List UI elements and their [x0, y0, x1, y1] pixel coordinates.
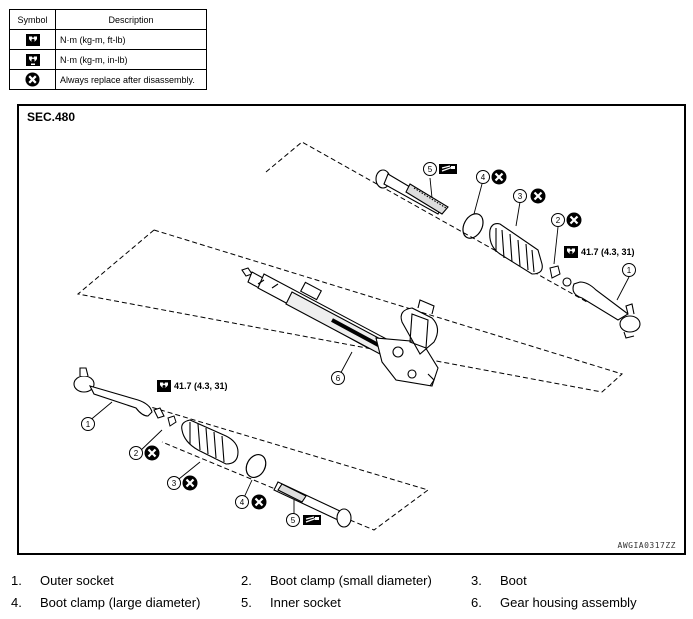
upper-outer-socket	[562, 277, 641, 339]
callout-text: 5	[428, 165, 433, 174]
callout-4-upper: 4	[476, 170, 490, 184]
legend-header-row: Symbol Description	[9, 9, 207, 30]
section-label: SEC.480	[27, 110, 76, 124]
callout-text: 4	[481, 173, 486, 182]
part-number: 6.	[471, 595, 482, 610]
upper-boot-clamp-large	[462, 213, 484, 239]
legend-description: N·m (kg-m, ft-lb)	[55, 29, 207, 50]
callout-2-upper: 2	[551, 213, 565, 227]
grease-icon	[302, 514, 322, 526]
always-replace-icon	[250, 493, 268, 511]
callout-text: 2	[134, 449, 139, 458]
part-name: Boot clamp (small diameter)	[270, 573, 432, 588]
upper-inner-socket	[375, 169, 449, 215]
callout-4-lower: 4	[235, 495, 249, 509]
always-replace-icon	[490, 168, 508, 186]
callout-6: 6	[331, 371, 345, 385]
part-name: Boot clamp (large diameter)	[40, 595, 201, 610]
exploded-steering-rack-diagram: 1 2 3 4 5 6 1 2 3 4 5 41.7 (4.3, 31) 41.…	[73, 141, 641, 531]
torque-wrench-icon	[564, 246, 578, 258]
part-number: 4.	[11, 595, 22, 610]
diagram-frame: SEC.480 AWGIA0317ZZ	[17, 104, 686, 555]
lower-boot-clamp-large	[245, 453, 267, 479]
legend-row: N·m (kg-m, in-lb)	[9, 49, 207, 70]
callout-text: 1	[627, 266, 632, 275]
part-name: Inner socket	[270, 595, 341, 610]
always-replace-icon	[565, 211, 583, 229]
legend-description: Always replace after disassembly.	[55, 69, 207, 90]
part-list-item: 6. Gear housing assembly	[471, 595, 637, 610]
part-list-item: 4. Boot clamp (large diameter)	[11, 595, 200, 610]
callout-2-lower: 2	[129, 446, 143, 460]
symbol-legend-table: Symbol Description N·m (kg-m, ft-lb) N·m…	[9, 9, 207, 90]
callout-text: 3	[518, 192, 523, 201]
upper-boot	[489, 223, 543, 275]
torque-wrench-small-icon	[25, 53, 40, 66]
legend-row: N·m (kg-m, ft-lb)	[9, 29, 207, 50]
part-name: Outer socket	[40, 573, 114, 588]
callout-3-upper: 3	[513, 189, 527, 203]
torque-spec-lower: 41.7 (4.3, 31)	[174, 381, 228, 391]
lower-inner-socket	[273, 481, 352, 528]
figure-code: AWGIA0317ZZ	[617, 541, 676, 550]
callout-3-lower: 3	[167, 476, 181, 490]
grease-icon	[438, 163, 458, 175]
always-replace-icon	[143, 444, 161, 462]
legend-row: Always replace after disassembly.	[9, 69, 207, 90]
part-number: 3.	[471, 573, 482, 588]
part-number: 5.	[241, 595, 252, 610]
legend-header-description: Description	[55, 9, 207, 30]
always-replace-icon	[529, 187, 547, 205]
callout-5-upper: 5	[423, 162, 437, 176]
callout-text: 1	[86, 420, 91, 429]
part-number: 1.	[11, 573, 22, 588]
callout-circles: 1 2 3 4 5 6 1 2 3 4 5	[81, 162, 636, 527]
callout-1-lower: 1	[81, 417, 95, 431]
always-replace-icon	[181, 474, 199, 492]
torque-wrench-icon	[157, 380, 171, 392]
always-replace-icon	[25, 72, 40, 87]
torque-spec-upper: 41.7 (4.3, 31)	[581, 247, 635, 257]
part-name: Gear housing assembly	[500, 595, 637, 610]
lower-outer-socket	[73, 367, 165, 419]
legend-header-symbol: Symbol	[9, 9, 56, 30]
lower-boot	[181, 419, 239, 465]
legend-description: N·m (kg-m, in-lb)	[55, 49, 207, 70]
part-list-item: 5. Inner socket	[241, 595, 341, 610]
gear-housing-assembly	[241, 267, 439, 387]
part-list-item: 2. Boot clamp (small diameter)	[241, 573, 432, 588]
callout-text: 2	[556, 216, 561, 225]
callout-1-upper: 1	[622, 263, 636, 277]
callout-text: 5	[291, 516, 296, 525]
upper-boot-clamp-small	[549, 265, 561, 279]
callout-text: 4	[240, 498, 245, 507]
torque-wrench-icon	[25, 33, 40, 46]
callout-text: 3	[172, 479, 177, 488]
dashed-guide-lines	[76, 141, 623, 531]
lower-boot-clamp-small	[167, 415, 177, 427]
part-list-item: 1. Outer socket	[11, 573, 114, 588]
part-name: Boot	[500, 573, 527, 588]
callout-text: 6	[336, 374, 341, 383]
part-list-item: 3. Boot	[471, 573, 527, 588]
callout-leaders	[87, 177, 630, 520]
part-number: 2.	[241, 573, 252, 588]
callout-5-lower: 5	[286, 513, 300, 527]
